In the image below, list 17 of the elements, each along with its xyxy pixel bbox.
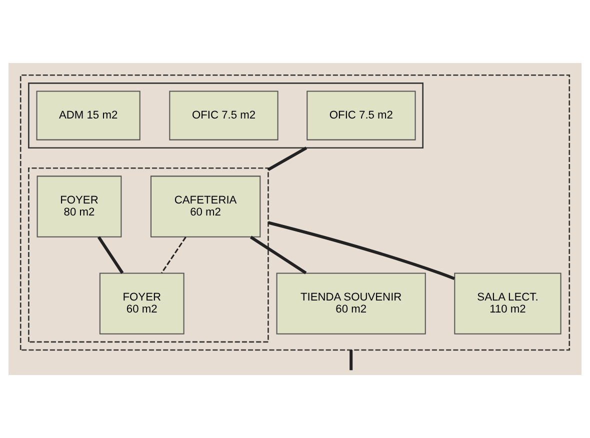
- connector: [267, 146, 308, 171]
- node-box: SALA LECT. 110 m2: [454, 272, 562, 334]
- cluster: [28, 167, 269, 343]
- connector: [97, 236, 124, 274]
- node-box: FOYER 60 m2: [99, 272, 184, 334]
- cluster: [28, 82, 424, 149]
- connector: [350, 350, 353, 370]
- connector: [161, 236, 186, 274]
- node-box: OFIC 7.5 m2: [169, 90, 278, 140]
- connector: [268, 221, 455, 280]
- node-box: ADM 15 m2: [36, 90, 140, 140]
- node-box: FOYER 80 m2: [36, 176, 122, 238]
- cluster: [20, 74, 570, 351]
- node-box: CAFETERIA 60 m2: [150, 176, 261, 238]
- node-box: TIENDA SOUVENIR 60 m2: [276, 272, 426, 334]
- node-box: OFIC 7.5 m2: [306, 90, 416, 140]
- connector: [250, 236, 307, 274]
